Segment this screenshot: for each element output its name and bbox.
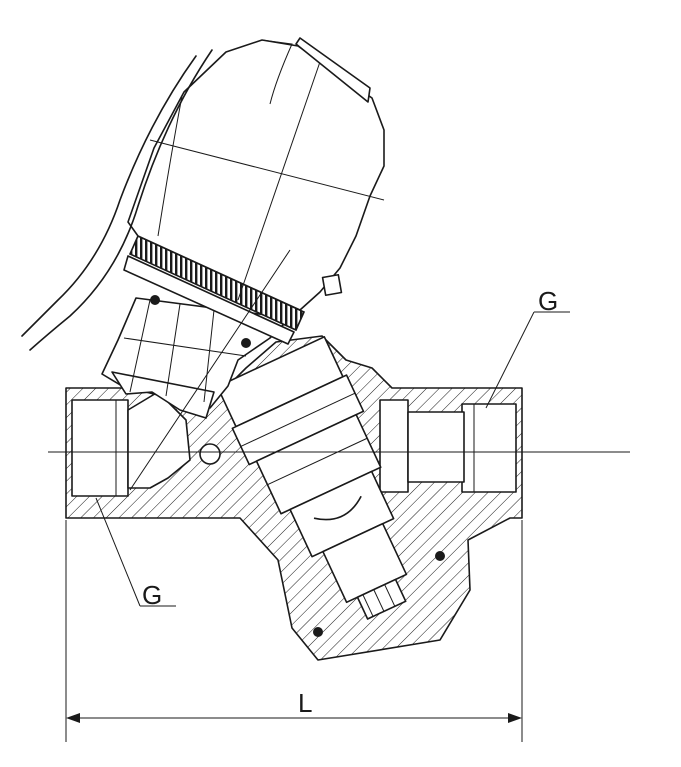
knurled-ring [123,234,306,345]
stem-axis [129,249,291,491]
o-ring [241,338,251,348]
actuator-head [21,37,385,351]
o-ring [313,627,323,637]
outlet-passage [407,411,465,483]
cartridge-insert [216,336,408,620]
label-g-bottom: G [142,580,162,610]
o-ring [435,551,445,561]
label-length: L [298,688,312,718]
label-g-top: G [538,286,558,316]
dimension-l [65,520,523,742]
leader-g-bottom [95,497,141,607]
outlet-cavity [379,399,409,493]
leader-g-top [485,311,535,409]
left-port-bore [71,399,129,497]
actuator-button [321,273,343,297]
right-port-bore [461,403,517,493]
body-port-hole [199,443,221,465]
o-ring [150,295,160,305]
